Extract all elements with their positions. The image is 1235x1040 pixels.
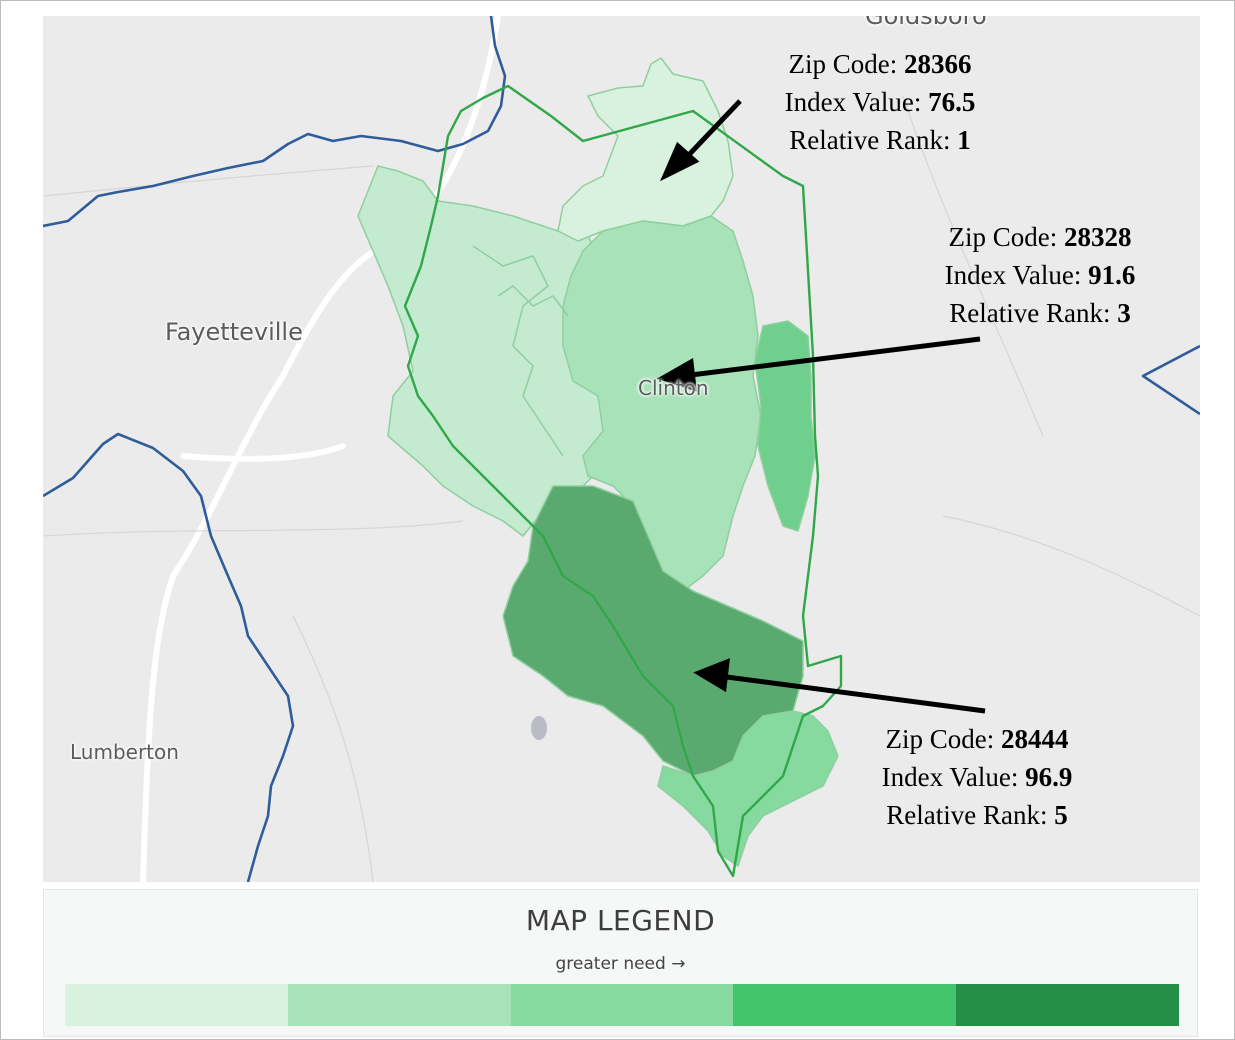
annotation-28328: Zip Code: 28328 Index Value: 91.6 Relati…	[910, 218, 1170, 332]
annotation-index-value: 96.9	[1025, 762, 1073, 792]
annotation-zip-value: 28328	[1064, 222, 1132, 252]
arrow-28444	[718, 673, 986, 714]
annotation-index-label: Index Value:	[881, 762, 1019, 792]
zip-region-28366[interactable]	[557, 57, 734, 242]
annotation-rank-label: Relative Rank:	[949, 298, 1111, 328]
arrow-28328	[682, 336, 981, 379]
county-lines	[43, 95, 1200, 882]
legend-swatch-1	[65, 984, 288, 1026]
legend-swatch-4	[733, 984, 957, 1026]
lake	[531, 716, 547, 740]
city-label-fayetteville: Fayetteville	[165, 318, 303, 346]
annotation-28444: Zip Code: 28444 Index Value: 96.9 Relati…	[847, 720, 1107, 834]
legend-subtitle: greater need →	[44, 954, 1197, 974]
map-canvas[interactable]	[43, 16, 1200, 882]
legend-swatch-2	[287, 984, 511, 1026]
annotation-index-label: Index Value:	[784, 87, 922, 117]
arrow-28366	[681, 99, 742, 163]
arrowhead-28444-icon	[693, 658, 730, 693]
annotation-index-value: 76.5	[928, 87, 976, 117]
legend-subtitle-text: greater need	[555, 954, 666, 974]
legend-color-scale	[65, 984, 1179, 1026]
annotation-28366: Zip Code: 28366 Index Value: 76.5 Relati…	[750, 45, 1010, 159]
legend-title: MAP LEGEND	[525, 904, 716, 937]
city-label-lumberton: Lumberton	[70, 740, 179, 764]
annotation-index-label: Index Value:	[944, 260, 1082, 290]
legend-swatch-3	[510, 984, 734, 1026]
annotation-rank-value: 3	[1117, 298, 1131, 328]
city-label-clinton: Clinton	[638, 376, 709, 400]
zip-regions[interactable]	[357, 57, 839, 867]
annotation-zip-label: Zip Code:	[948, 222, 1058, 252]
city-label-goldsboro: Goldsboro	[865, 16, 987, 30]
annotation-arrows	[656, 99, 986, 714]
arrow-right-icon: →	[671, 954, 686, 974]
zip-region-28328[interactable]	[562, 215, 762, 592]
annotation-rank-label: Relative Rank:	[886, 800, 1048, 830]
legend-swatch-5	[956, 984, 1179, 1026]
annotation-zip-label: Zip Code:	[885, 724, 995, 754]
annotation-zip-value: 28444	[1001, 724, 1069, 754]
annotation-zip-value: 28366	[904, 49, 972, 79]
annotation-rank-label: Relative Rank:	[789, 125, 951, 155]
zip-region-east-strip[interactable]	[754, 320, 816, 532]
arrowhead-28328-icon	[656, 357, 697, 392]
annotation-index-value: 91.6	[1088, 260, 1136, 290]
state-borders	[43, 16, 1200, 882]
map-legend: MAP LEGEND greater need →	[43, 889, 1198, 1037]
map-view[interactable]: Goldsboro Fayetteville Clinton Lumberton…	[43, 16, 1200, 882]
annotation-rank-value: 1	[957, 125, 971, 155]
annotation-rank-value: 5	[1054, 800, 1068, 830]
county-border	[403, 84, 843, 878]
arrowhead-28366-icon	[659, 141, 700, 182]
annotation-zip-label: Zip Code:	[788, 49, 898, 79]
